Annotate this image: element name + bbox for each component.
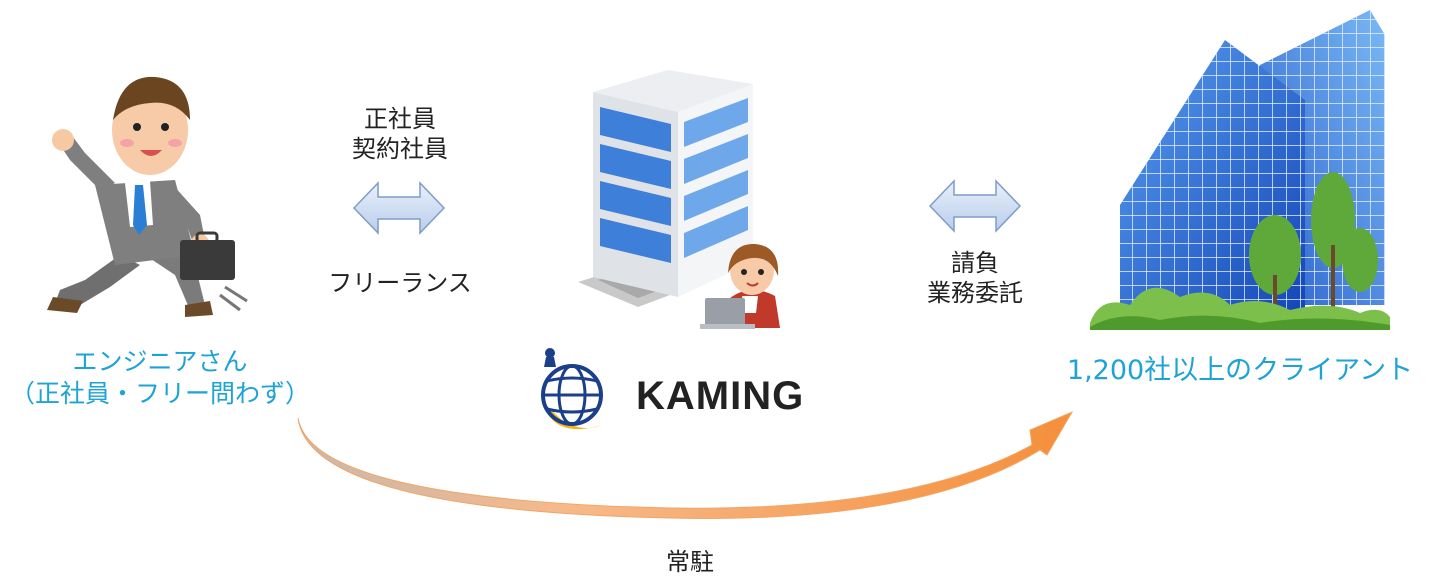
kaming-logo-icon <box>532 345 617 440</box>
engineer-label-line1: エンジニアさん <box>72 347 248 376</box>
contract-type-label: 請負 業務委託 <box>900 248 1050 308</box>
company-name: KAMING <box>636 374 805 418</box>
operator-illustration <box>700 238 800 330</box>
kaming-building-illustration <box>568 62 798 332</box>
contract-type-line2: 業務委託 <box>927 279 1023 307</box>
dispatch-curved-arrow-icon <box>290 400 1080 525</box>
contract-type-line1: 請負 <box>951 249 999 277</box>
engineer-label-line2: （正社員・フリー問わず） <box>9 379 310 408</box>
left-double-arrow-icon <box>352 180 446 236</box>
dispatch-label: 常駐 <box>666 548 714 576</box>
employment-type-line2: 契約社員 <box>352 135 448 163</box>
engineer-label: エンジニアさん （正社員・フリー問わず） <box>0 346 320 410</box>
right-double-arrow-icon <box>928 178 1022 234</box>
client-buildings-illustration <box>1090 5 1390 330</box>
engineer-illustration <box>25 65 275 325</box>
freelance-label: フリーランス <box>328 269 472 297</box>
client-label: 1,200社以上のクライアント <box>1066 355 1414 386</box>
employment-type-label: 正社員 契約社員 <box>320 104 480 164</box>
employment-type-line1: 正社員 <box>364 105 436 133</box>
